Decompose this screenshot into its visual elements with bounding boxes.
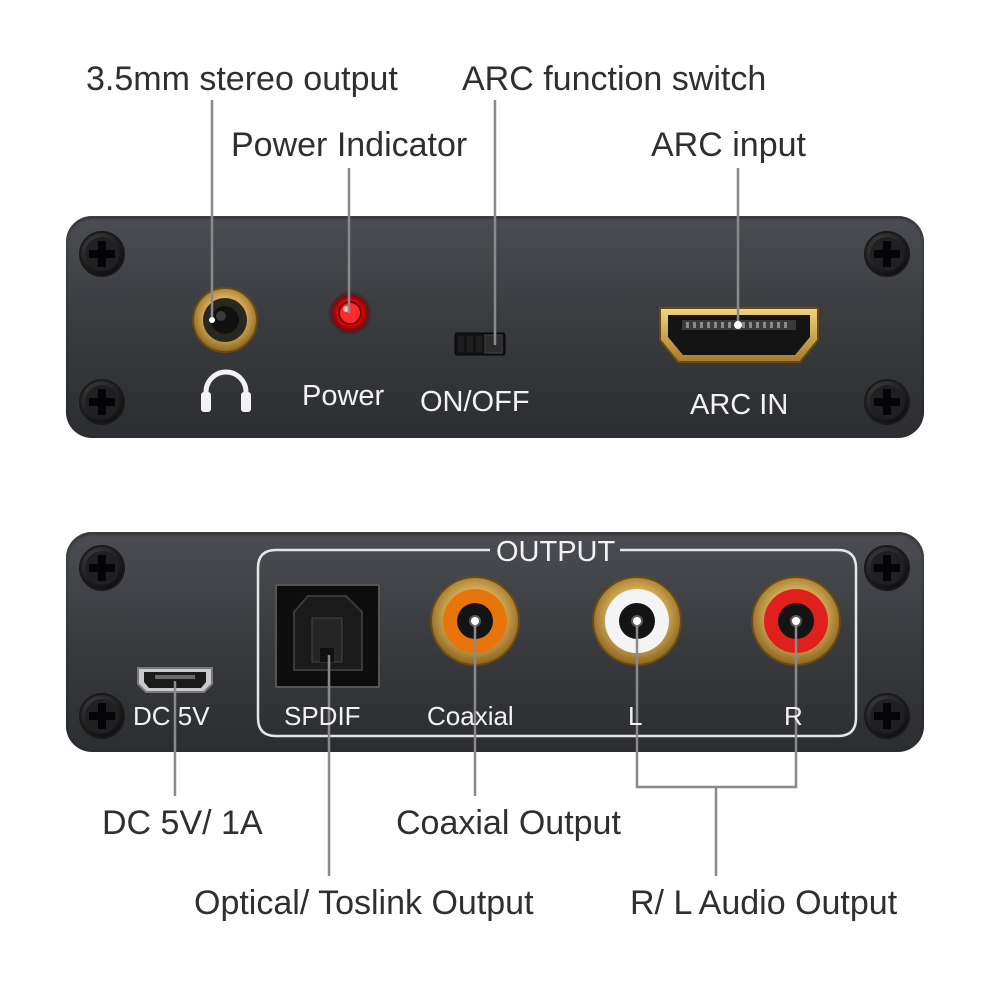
coaxial-label: Coaxial bbox=[427, 701, 514, 731]
power-label: Power bbox=[302, 380, 385, 412]
callout-power-indicator: Power Indicator bbox=[231, 126, 468, 164]
callout-stereo-output: 3.5mm stereo output bbox=[86, 60, 398, 98]
usb-label: DC 5V bbox=[133, 701, 210, 731]
callout-arc-switch: ARC function switch bbox=[462, 60, 767, 98]
left-channel-label: L bbox=[628, 701, 643, 731]
hdmi-label: ARC IN bbox=[690, 389, 789, 421]
callout-rl-output: R/ L Audio Output bbox=[630, 884, 898, 922]
callout-optical-output: Optical/ Toslink Output bbox=[194, 884, 534, 922]
output-group-label: OUTPUT bbox=[496, 536, 616, 568]
spdif-label: SPDIF bbox=[284, 701, 361, 731]
callout-arc-input: ARC input bbox=[651, 126, 806, 164]
switch-label: ON/OFF bbox=[420, 386, 530, 418]
callout-coaxial-output: Coaxial Output bbox=[396, 804, 621, 842]
right-channel-label: R bbox=[784, 701, 803, 731]
callout-dc-input: DC 5V/ 1A bbox=[102, 804, 263, 842]
